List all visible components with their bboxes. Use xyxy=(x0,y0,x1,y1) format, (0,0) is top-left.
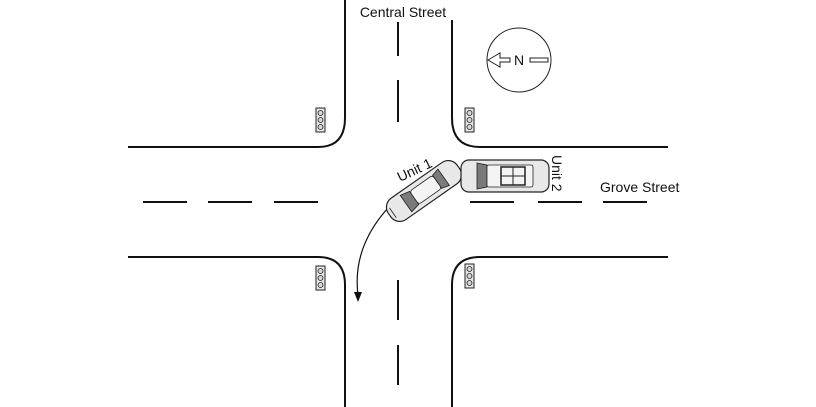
curb-southeast xyxy=(451,256,668,407)
curb-northeast xyxy=(451,20,668,148)
unit1-vehicle xyxy=(385,159,463,223)
curb-northwest xyxy=(128,0,346,148)
traffic-signal-icon xyxy=(315,265,326,291)
unit2-vehicle xyxy=(460,159,550,193)
grove-street-label: Grove Street xyxy=(600,179,679,195)
curb-southwest xyxy=(128,256,346,407)
curved-arrow-icon xyxy=(354,207,389,302)
traffic-signal-icon xyxy=(464,107,475,133)
unit2-label: Unit 2 xyxy=(549,155,565,192)
traffic-signal-icon xyxy=(464,263,475,289)
center-lines xyxy=(143,22,647,385)
road-edges xyxy=(128,0,668,407)
compass-letter: N xyxy=(514,52,524,68)
central-street-label: Central Street xyxy=(360,4,446,20)
traffic-signal-icon xyxy=(315,107,326,133)
north-arrow-icon: N xyxy=(486,27,552,93)
